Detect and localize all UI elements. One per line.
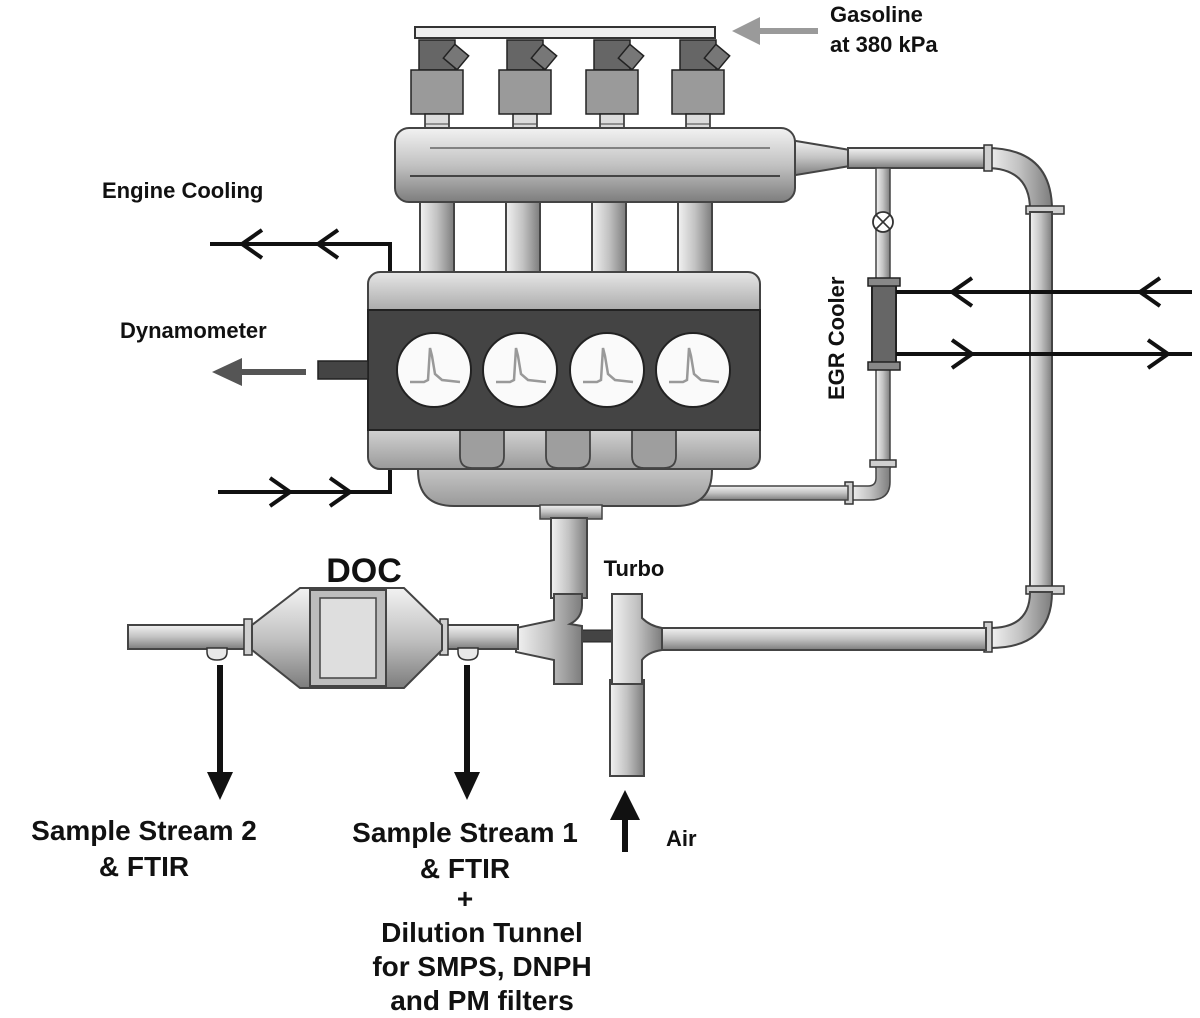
turbocharger	[515, 593, 663, 685]
svg-text:and PM filters: and PM filters	[390, 985, 574, 1016]
air-inlet-arrow	[610, 790, 640, 852]
cylinder-pressure-trace	[396, 332, 472, 408]
sample-stream-2-arrow	[207, 665, 233, 800]
gasoline-arrow	[732, 17, 818, 45]
gasoline-pressure-label: at 380 kPa	[830, 32, 938, 57]
dynamometer-arrow	[212, 358, 306, 386]
doc-catalyst	[251, 587, 443, 689]
svg-text:for SMPS, DNPH: for SMPS, DNPH	[372, 951, 591, 982]
egr-coolant-out-arrow	[896, 338, 1192, 370]
air-intake-pipe	[609, 679, 645, 777]
sample-stream-2-label: Sample Stream 2 & FTIR	[31, 815, 257, 882]
cylinder-pressure-trace	[655, 332, 731, 408]
turbine-downpipe	[539, 504, 603, 599]
gasoline-label: Gasoline	[830, 2, 923, 27]
egr-coolant-in-arrow	[896, 276, 1192, 308]
exhaust-pipe	[659, 138, 1065, 653]
svg-text:Dilution Tunnel: Dilution Tunnel	[381, 917, 583, 948]
dynamometer-label: Dynamometer	[120, 318, 267, 343]
sample-stream-1-label: Sample Stream 1 & FTIR + Dilution Tunnel…	[352, 817, 592, 1016]
sample-stream-1-arrow	[454, 665, 480, 800]
doc-label: DOC	[326, 552, 402, 590]
egr-cooler	[867, 277, 901, 371]
engine-cooling-in-line	[218, 468, 392, 508]
engine-cooling-label: Engine Cooling	[102, 178, 263, 203]
sample-ports	[206, 647, 479, 661]
svg-text:Sample Stream 1: Sample Stream 1	[352, 817, 578, 848]
fuel-rail	[414, 26, 716, 39]
svg-text:Sample Stream 2: Sample Stream 2	[31, 815, 257, 846]
intake-manifold	[394, 127, 796, 203]
air-label: Air	[666, 826, 697, 851]
exhaust-tailpipe	[127, 618, 519, 656]
injector	[585, 39, 645, 145]
egr-cooler-label: EGR Cooler	[824, 276, 849, 400]
engine-cooling-out-line	[210, 228, 392, 272]
cylinder-pressure-trace	[569, 332, 645, 408]
dynamometer-shaft	[317, 360, 369, 380]
cylinders	[396, 332, 731, 408]
svg-text:+: +	[457, 883, 473, 914]
svg-text:& FTIR: & FTIR	[99, 851, 189, 882]
svg-text:& FTIR: & FTIR	[420, 853, 510, 884]
cylinder-pressure-trace	[482, 332, 558, 408]
turbo-label: Turbo	[604, 556, 665, 581]
